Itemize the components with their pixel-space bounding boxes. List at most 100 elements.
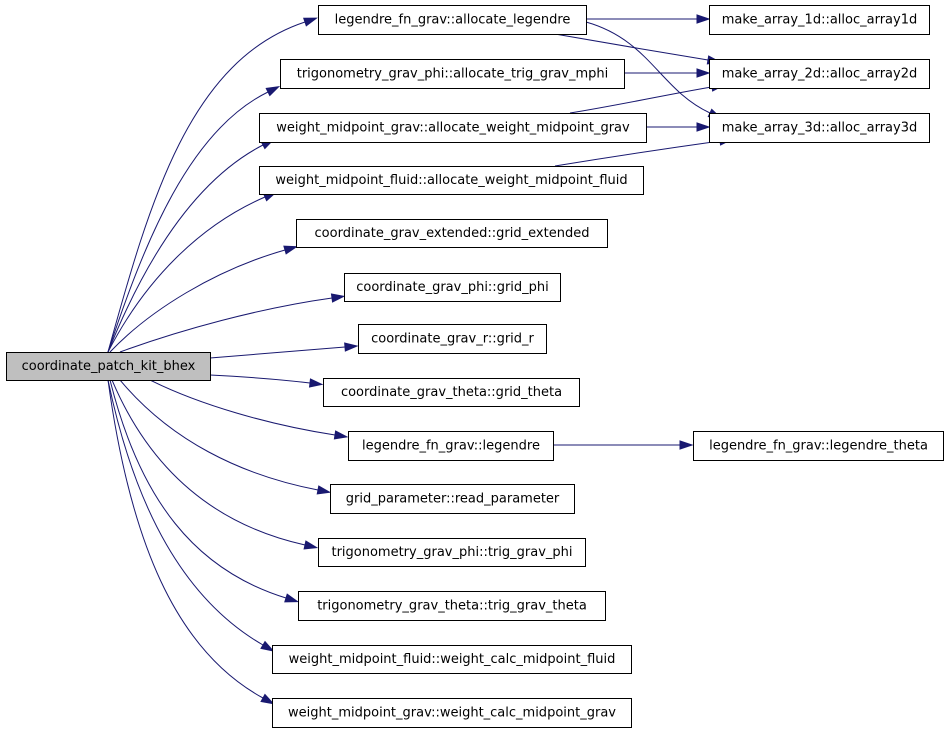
node-box[interactable]	[259, 166, 644, 195]
node-box[interactable]	[344, 273, 561, 302]
node-label: coordinate_grav_r::grid_r	[371, 332, 534, 347]
node-read-param[interactable]: grid_parameter::read_parameter	[330, 484, 575, 514]
edge-root-to-trig_theta	[109, 379, 299, 603]
node-label: legendre_fn_grav::allocate_legendre	[335, 13, 571, 28]
edge-arrowhead	[333, 430, 349, 440]
node-label: legendre_fn_grav::legendre	[362, 439, 540, 454]
node-box[interactable]	[280, 59, 625, 89]
node-arr2d[interactable]: make_array_2d::alloc_array2d	[709, 59, 930, 89]
node-box[interactable]	[272, 645, 632, 674]
edge-alloc_leg-to-arr1d	[586, 14, 711, 24]
node-box[interactable]	[709, 59, 930, 89]
node-label: make_array_2d::alloc_array2d	[722, 67, 917, 82]
edge-line	[209, 374, 311, 384]
node-arr3d[interactable]: make_array_3d::alloc_array3d	[709, 113, 930, 143]
nodes-layer: coordinate_patch_kit_bhex legendre_fn_gra…	[6, 5, 944, 728]
edge-root-to-alloc_leg	[107, 17, 318, 353]
node-label: weight_midpoint_grav::weight_calc_midpoi…	[288, 706, 616, 721]
node-leg-theta[interactable]: legendre_fn_grav::legendre_theta	[693, 431, 944, 461]
edge-root-to-grid_theta	[209, 374, 324, 388]
edge-root-to-wcalc_f	[107, 379, 275, 652]
node-grid-theta[interactable]: coordinate_grav_theta::grid_theta	[323, 378, 580, 407]
node-box[interactable]	[709, 113, 930, 143]
node-wcalc-g[interactable]: weight_midpoint_grav::weight_calc_midpoi…	[272, 698, 632, 728]
edge-arrowhead	[330, 293, 346, 303]
edge-root-to-alloc_trig	[107, 85, 281, 353]
edge-line	[109, 379, 287, 599]
node-alloc-wmg[interactable]: weight_midpoint_grav::allocate_weight_mi…	[259, 113, 647, 143]
edge-root-to-grid_ext	[109, 245, 299, 353]
edge-line	[585, 21, 711, 114]
node-label: trigonometry_grav_phi::trig_grav_phi	[331, 545, 572, 560]
node-alloc-trig[interactable]: trigonometry_grav_phi::allocate_trig_gra…	[280, 59, 625, 89]
edge-root-to-read_param	[119, 379, 332, 495]
node-box[interactable]	[318, 5, 587, 35]
edge-line	[107, 144, 264, 353]
node-alloc-leg[interactable]: legendre_fn_grav::allocate_legendre	[318, 5, 587, 35]
node-legendre[interactable]: legendre_fn_grav::legendre	[348, 431, 554, 461]
node-box[interactable]	[298, 591, 606, 621]
node-box[interactable]	[6, 352, 211, 381]
edge-line	[107, 21, 306, 353]
edge-root-to-grid_phi	[119, 293, 346, 353]
node-label: coordinate_grav_extended::grid_extended	[315, 226, 590, 241]
edge-arrowhead	[344, 342, 359, 352]
node-label: weight_midpoint_grav::allocate_weight_mi…	[276, 121, 630, 136]
edge-line	[107, 196, 266, 353]
edge-root-to-wcalc_g	[107, 379, 275, 705]
node-label: grid_parameter::read_parameter	[346, 492, 560, 507]
edge-arrowhead	[679, 440, 694, 450]
edge-line	[149, 379, 336, 436]
edge-arrowhead	[260, 640, 275, 652]
edge-arrowhead	[696, 122, 711, 132]
node-grid-ext[interactable]: coordinate_grav_extended::grid_extended	[296, 219, 608, 248]
edge-root-to-alloc_wmg	[107, 138, 276, 353]
edge-line	[107, 379, 264, 646]
node-box[interactable]	[272, 698, 632, 728]
edge-alloc_trig-to-arr2d	[624, 68, 711, 78]
node-trig-theta[interactable]: trigonometry_grav_theta::trig_grav_theta	[298, 591, 606, 621]
node-trig-phi[interactable]: trigonometry_grav_phi::trig_grav_phi	[318, 538, 586, 567]
edge-root-to-grid_r	[209, 342, 359, 359]
node-label: trigonometry_grav_theta::trig_grav_theta	[317, 599, 587, 614]
node-box[interactable]	[348, 431, 554, 461]
node-box[interactable]	[358, 324, 547, 354]
edge-line	[554, 140, 721, 167]
edge-root-to-legendre	[149, 379, 349, 440]
edge-arrowhead	[303, 540, 319, 550]
node-label: make_array_3d::alloc_array3d	[722, 121, 917, 136]
edge-line	[107, 379, 264, 699]
edge-arrowhead	[303, 17, 318, 27]
node-box[interactable]	[693, 431, 944, 461]
node-box[interactable]	[323, 378, 580, 407]
node-alloc-wmf[interactable]: weight_midpoint_fluid::allocate_weight_m…	[259, 166, 644, 195]
edge-line	[119, 297, 333, 353]
edge-root-to-alloc_wmf	[107, 191, 278, 353]
edge-arrowhead	[260, 693, 275, 705]
node-label: coordinate_grav_phi::grid_phi	[356, 280, 549, 295]
edge-line	[554, 33, 709, 61]
node-box[interactable]	[259, 113, 647, 143]
node-wcalc-f[interactable]: weight_midpoint_fluid::weight_calc_midpo…	[272, 645, 632, 674]
node-grid-phi[interactable]: coordinate_grav_phi::grid_phi	[344, 273, 561, 302]
node-label: make_array_1d::alloc_array1d	[722, 13, 917, 28]
node-box[interactable]	[330, 484, 575, 514]
node-box[interactable]	[318, 538, 586, 567]
edge-arrowhead	[283, 245, 299, 255]
node-arr1d[interactable]: make_array_1d::alloc_array1d	[709, 5, 930, 35]
edge-line	[209, 346, 346, 359]
edge-line	[111, 379, 306, 546]
edge-arrowhead	[284, 593, 299, 603]
node-label: trigonometry_grav_phi::allocate_trig_gra…	[297, 67, 609, 82]
node-label: weight_midpoint_fluid::allocate_weight_m…	[275, 173, 627, 188]
edge-arrowhead	[696, 68, 711, 78]
node-box[interactable]	[296, 219, 608, 248]
edge-root-to-trig_phi	[111, 379, 319, 550]
edge-arrowhead	[308, 378, 324, 388]
node-box[interactable]	[709, 5, 930, 35]
edge-line	[119, 379, 319, 491]
node-root[interactable]: coordinate_patch_kit_bhex	[6, 352, 211, 381]
node-label: legendre_fn_grav::legendre_theta	[709, 439, 928, 454]
node-grid-r[interactable]: coordinate_grav_r::grid_r	[358, 324, 547, 354]
